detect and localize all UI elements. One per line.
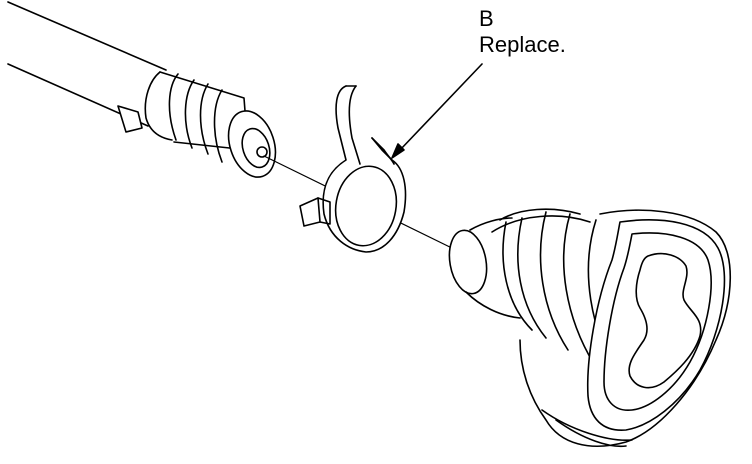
callout-letter: B [479, 6, 494, 31]
shaft-end [144, 71, 277, 178]
callout-leader [391, 63, 483, 159]
callout-note: Replace. [479, 32, 566, 57]
axle-shaft [7, 1, 167, 133]
cv-boot [448, 208, 731, 448]
clamp-band [299, 85, 407, 253]
